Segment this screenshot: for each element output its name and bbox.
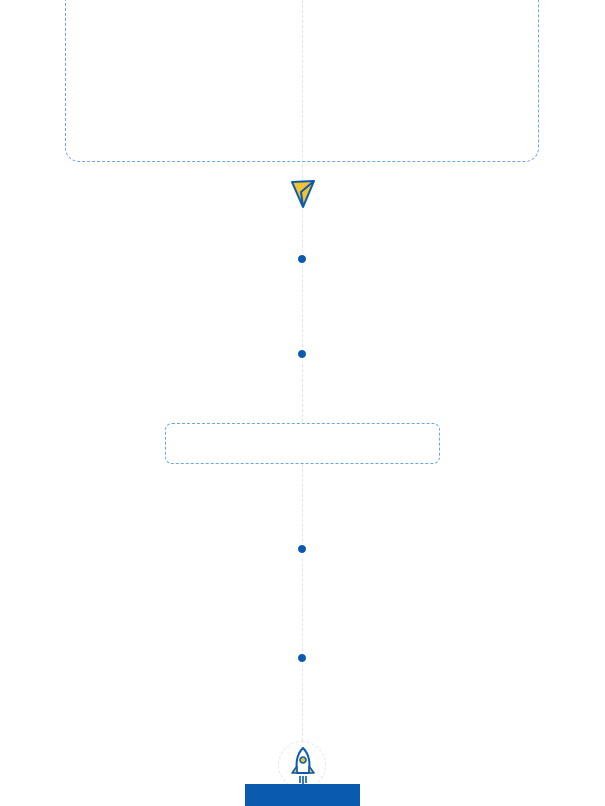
timeline-dot: [298, 255, 306, 263]
rocket-badge: [278, 741, 326, 789]
timeline-connector: [302, 0, 303, 806]
middle-content-card: [165, 423, 440, 464]
rocket-icon: [291, 747, 315, 785]
timeline-dot: [298, 654, 306, 662]
timeline-dot: [298, 545, 306, 553]
paper-plane-icon: [289, 178, 317, 210]
top-content-card: [65, 0, 539, 162]
timeline-dot: [298, 350, 306, 358]
cta-button[interactable]: [245, 784, 360, 806]
